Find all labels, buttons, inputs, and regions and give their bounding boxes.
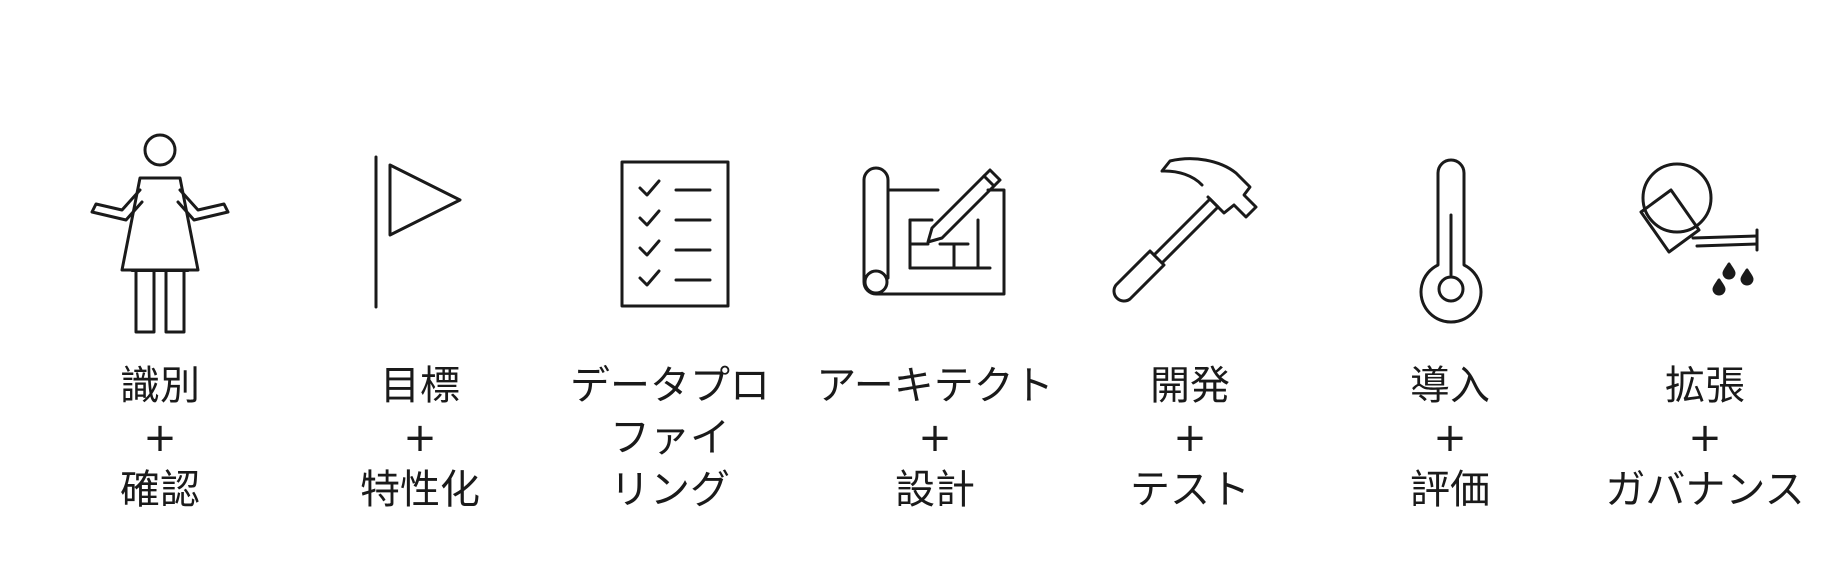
step-label-line-2: +	[918, 415, 952, 461]
step-label: データプロ ファイ リング	[570, 360, 770, 516]
step-label-line-1: 開発	[1150, 363, 1230, 409]
step-develop-test: 開発 + テスト	[1090, 0, 1290, 576]
step-label-line-2: +	[1173, 415, 1207, 461]
step-deploy-evaluate: 導入 + 評価	[1350, 0, 1550, 576]
hammer-icon	[1110, 155, 1270, 305]
step-label-line-2: ファイ	[610, 415, 730, 461]
step-label-line-1: アーキテクト	[816, 363, 1054, 409]
step-identify-confirm: 識別 + 確認	[60, 0, 260, 576]
step-label-line-3: 特性化	[360, 467, 480, 513]
step-label: 開発 + テスト	[1090, 360, 1290, 516]
step-label: 目標 + 特性化	[320, 360, 520, 516]
step-label-line-1: 拡張	[1665, 363, 1745, 409]
person-shrugging-icon	[88, 130, 233, 340]
step-label: アーキテクト + 設計	[810, 360, 1060, 516]
step-label-line-3: 確認	[120, 467, 200, 513]
step-goal-characterize: 目標 + 特性化	[320, 0, 520, 576]
watering-can-icon	[1633, 160, 1773, 300]
step-label-line-3: ガバナンス	[1605, 467, 1805, 513]
thermometer-icon	[1416, 155, 1486, 324]
step-label-line-2: +	[1433, 415, 1467, 461]
flag-icon	[372, 155, 482, 310]
step-label-line-1: データプロ	[570, 363, 770, 409]
checklist-icon	[620, 160, 730, 310]
step-label: 拡張 + ガバナンス	[1595, 360, 1815, 516]
step-label: 識別 + 確認	[60, 360, 260, 516]
step-label-line-2: +	[1688, 415, 1722, 461]
step-label-line-2: +	[403, 415, 437, 461]
step-label-line-1: 導入	[1410, 363, 1490, 409]
step-label-line-3: テスト	[1130, 467, 1250, 513]
step-label-line-1: 識別	[120, 363, 200, 409]
step-label-line-3: リング	[610, 467, 730, 513]
step-scale-governance: 拡張 + ガバナンス	[1595, 0, 1815, 576]
step-label-line-3: 設計	[895, 467, 975, 513]
step-label-line-2: +	[143, 415, 177, 461]
blueprint-pencil-icon	[862, 160, 1012, 300]
step-label-line-1: 目標	[380, 363, 460, 409]
step-data-profiling: データプロ ファイ リング	[570, 0, 770, 576]
step-architect-design: アーキテクト + 設計	[810, 0, 1060, 576]
step-label-line-3: 評価	[1410, 467, 1490, 513]
step-label: 導入 + 評価	[1350, 360, 1550, 516]
